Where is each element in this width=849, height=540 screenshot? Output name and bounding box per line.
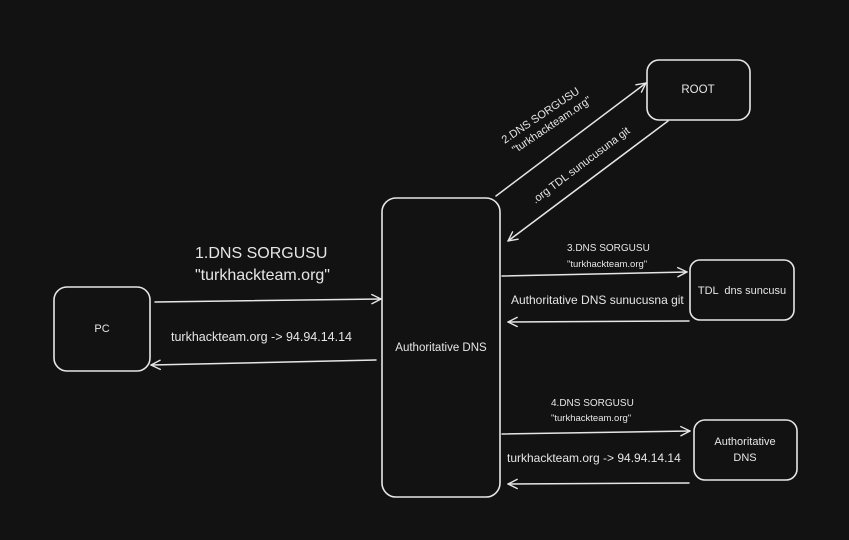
tdl-query-label-line1: 3.DNS SORGUSU [567, 243, 650, 254]
auth-query-label-line2: "turkhackteam.org" [551, 413, 631, 424]
pc-label: PC [94, 323, 109, 335]
root-to-auth-dns-arrow [507, 120, 669, 242]
tdl-to-auth-dns-arrow [507, 316, 690, 328]
pc-response-label: turkhackteam.org -> 94.94.14.14 [171, 330, 352, 344]
authoritative-dns-2-label-line2: DNS [733, 452, 756, 464]
pc-node: PC [53, 286, 151, 372]
root-node: ROOT [646, 59, 751, 121]
tdl-response-label: Authoritative DNS sunucusna git [511, 293, 684, 307]
pc-to-auth-dns-arrow [154, 293, 382, 305]
pc-query-label-line2: "turkhackteam.org" [195, 267, 330, 284]
tdl-query-label-line2: "turkhackteam.org" [567, 259, 647, 270]
auth-dns-to-auth-dns-2-arrow [501, 425, 691, 437]
auth-dns-to-pc-arrow [150, 359, 377, 371]
authoritative-dns-main-label: Authoritative DNS [395, 342, 487, 354]
authoritative-dns-2-node: Authoritative DNS [693, 419, 798, 481]
root-label: ROOT [681, 84, 714, 96]
auth-dns-to-root-arrow [495, 82, 647, 197]
auth-response-label: turkhackteam.org -> 94.94.14.14 [507, 451, 681, 465]
auth-dns-2-to-auth-dns-arrow [507, 478, 690, 490]
authoritative-dns-2-label-line1: Authoritative [714, 436, 775, 448]
root-response-label: .org TDL sunucusuna git [530, 125, 632, 206]
tdl-dns-node: TDL dns suncusu [689, 259, 795, 321]
pc-query-label-line1: 1.DNS SORGUSU [195, 245, 327, 262]
root-query-label: 2.DNS SORGUSU "turkhackteam.org" [500, 85, 594, 156]
tdl-dns-label: TDL dns suncusu [698, 285, 786, 297]
auth-query-label-line1: 4.DNS SORGUSU [551, 398, 634, 409]
auth-dns-to-tdl-arrow [501, 266, 688, 278]
authoritative-dns-main-node: Authoritative DNS [381, 197, 501, 498]
